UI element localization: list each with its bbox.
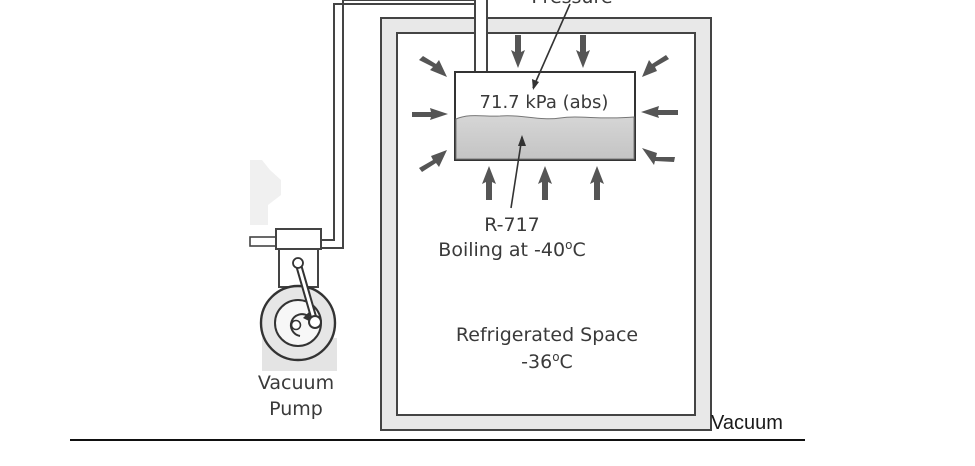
heat-arrow <box>412 108 448 120</box>
pressure-leader-arrow <box>532 3 571 90</box>
heat-arrow <box>590 166 604 200</box>
heat-arrow <box>419 56 447 77</box>
heat-arrow <box>642 55 669 77</box>
heat-arrow <box>419 150 447 172</box>
heat-arrow <box>576 35 590 68</box>
boiling-temperature-label: Boiling at -40oC <box>438 238 586 261</box>
background-smudge <box>250 160 281 225</box>
degree-mark: o <box>552 350 560 364</box>
heat-arrow <box>641 106 678 118</box>
heat-arrow <box>642 148 675 165</box>
heat-arrow <box>511 35 525 68</box>
vacuum-pump <box>249 228 337 371</box>
pressure-label: Pressure <box>531 0 612 8</box>
vessel-pressure-label: 71.7 kPa (abs) <box>479 92 609 113</box>
space-temperature-unit: C <box>559 351 573 373</box>
degree-mark: o <box>565 238 573 252</box>
refrigerant-vessel <box>454 71 636 161</box>
pump-label-line1: Vacuum <box>257 372 335 394</box>
pump-label-line2: Pump <box>269 398 323 420</box>
space-temperature-prefix: -36 <box>521 351 553 373</box>
refrigerant-label: R-717 <box>484 214 540 236</box>
vacuum-caption: Vacuum <box>711 412 783 434</box>
rotation-arrow-icon <box>289 313 309 337</box>
refrigerated-space-temperature: -36oC <box>521 350 573 373</box>
heat-flow-arrows <box>412 35 678 200</box>
vessel-vent-pipe <box>474 0 488 72</box>
refrigerated-space-title: Refrigerated Space <box>455 324 639 346</box>
liquid-surface <box>455 115 635 160</box>
boiling-temperature-prefix: Boiling at -40 <box>438 239 566 261</box>
refrigerant-leader-arrow <box>510 135 526 209</box>
boiling-temperature-unit: C <box>572 239 586 261</box>
heat-arrow <box>482 166 496 200</box>
heat-arrow <box>538 166 552 200</box>
vacuum-line <box>322 0 474 249</box>
